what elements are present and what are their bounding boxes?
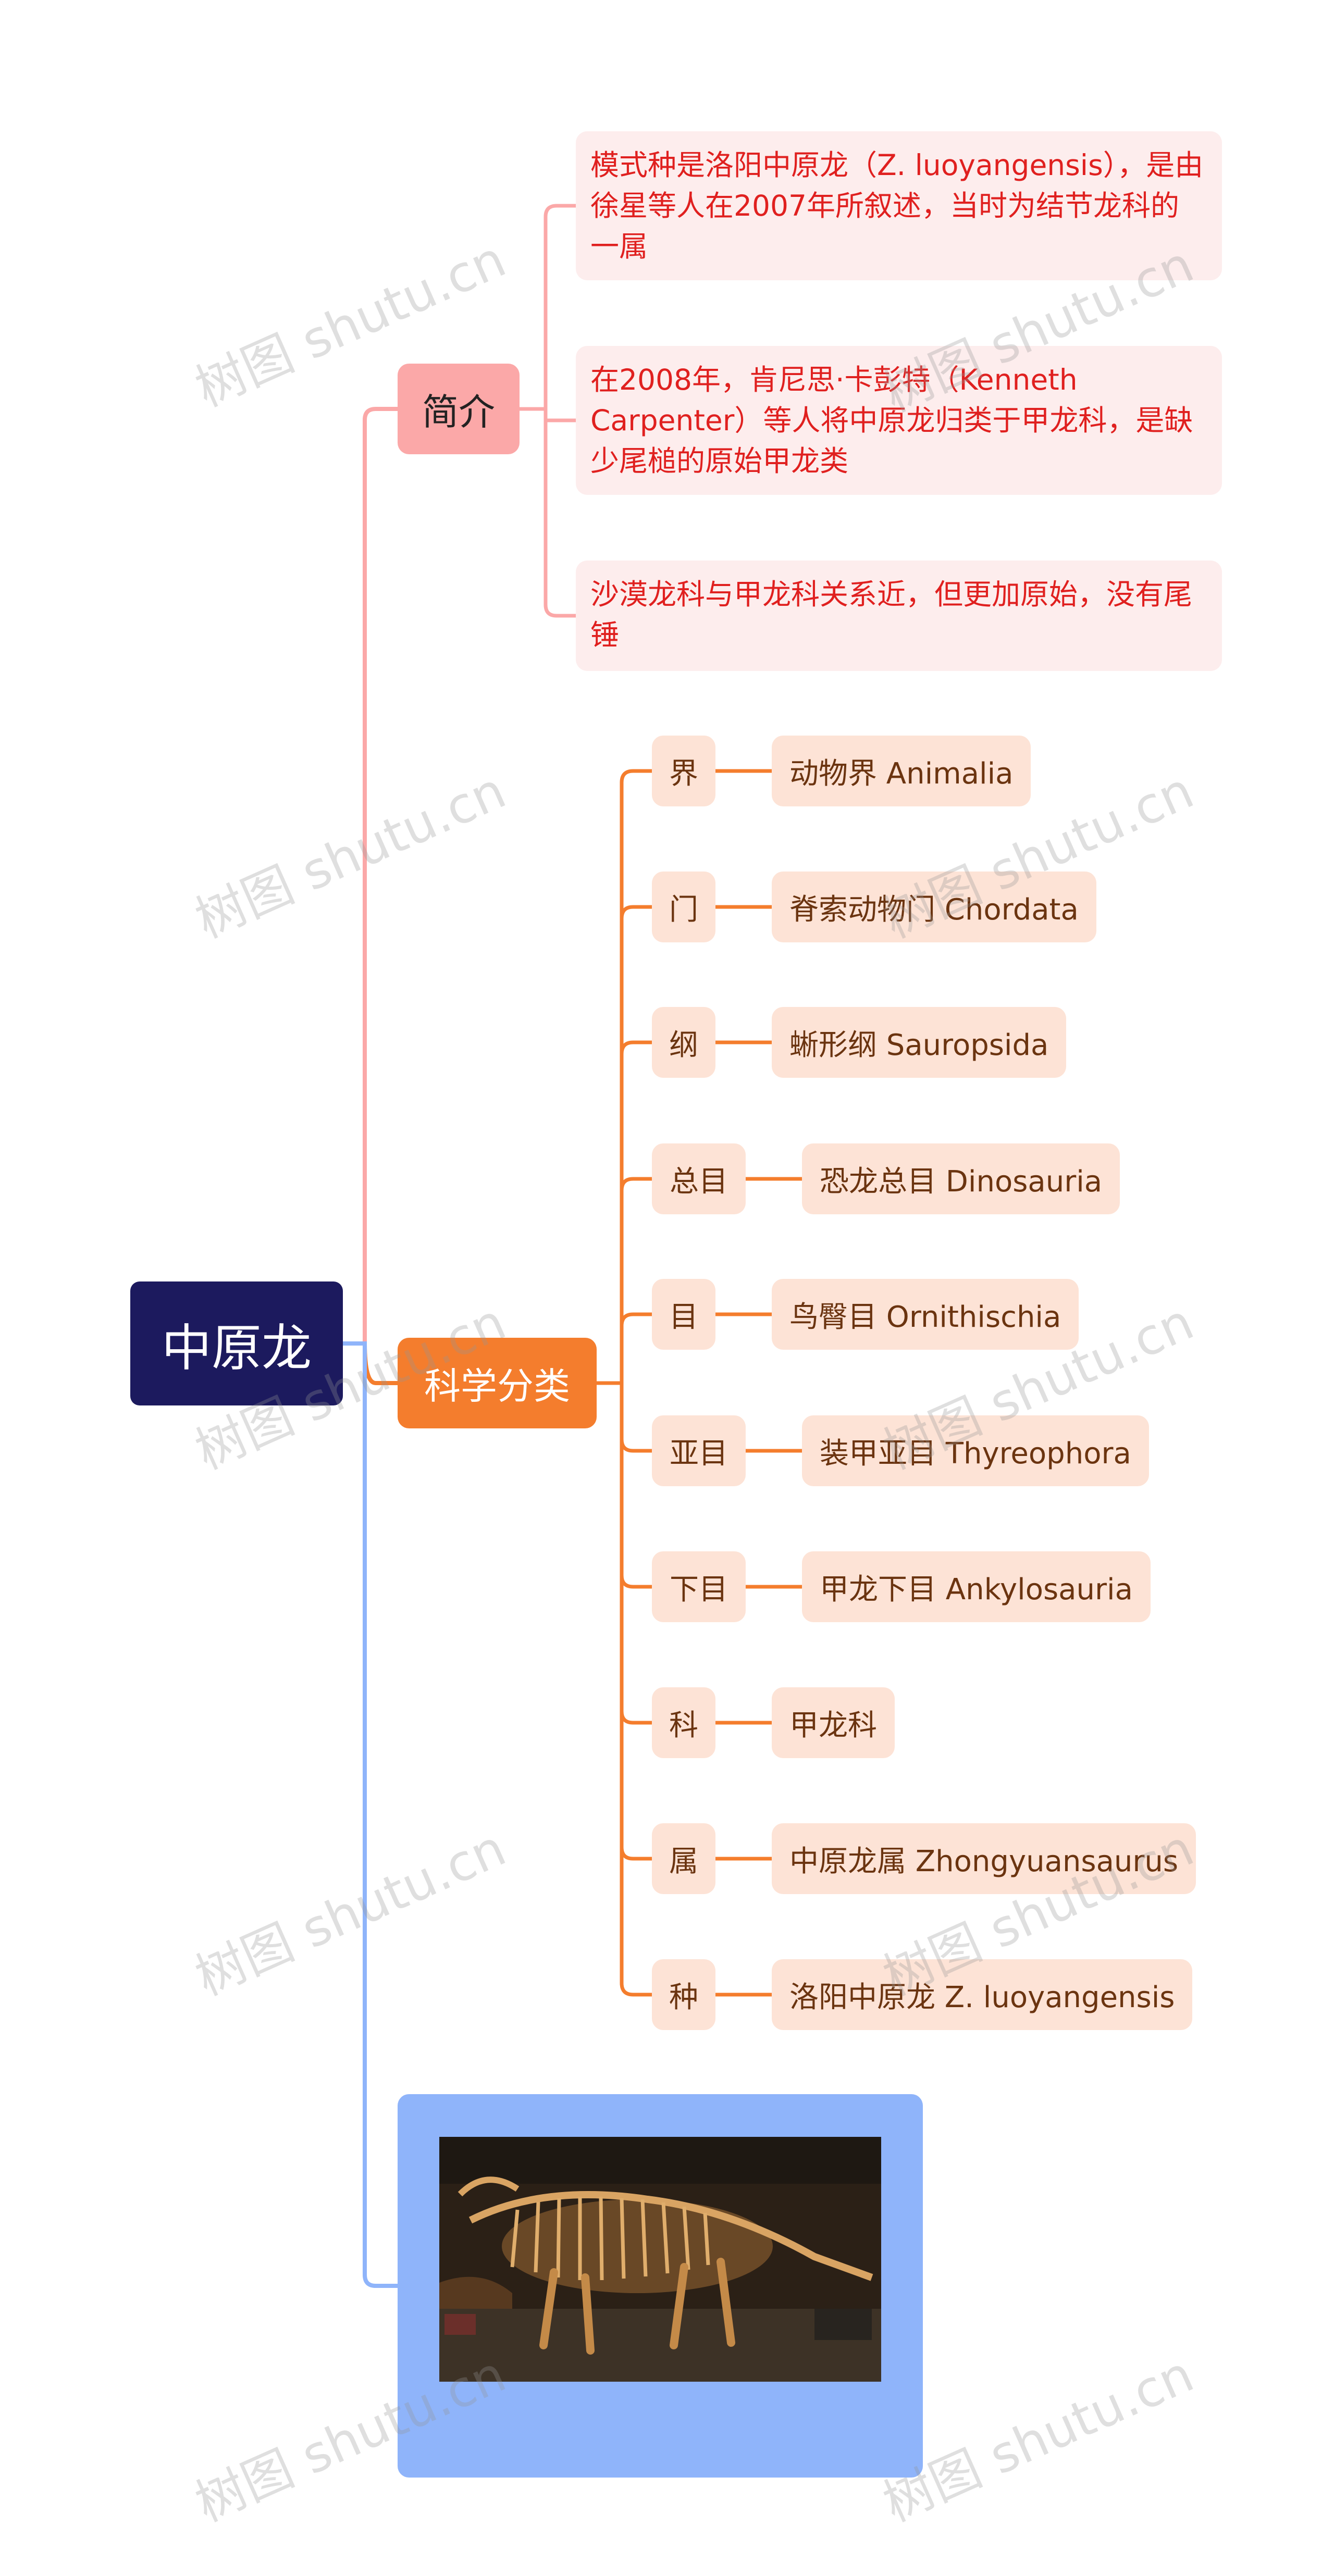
connector-rank [622,1383,652,1451]
connector-rank [622,771,652,1383]
root-node[interactable]: 中原龙 [130,1281,343,1405]
connector-rank [622,1383,652,1859]
connector-root-intro [343,409,398,1343]
rank-class[interactable]: 纲 [652,1007,715,1078]
rank-connectors [622,771,802,1995]
connector-root-classification [343,1343,398,1383]
branch-classification[interactable]: 科学分类 [398,1338,597,1428]
rank-infraorder[interactable]: 下目 [652,1551,746,1622]
taxon-family[interactable]: 甲龙科 [772,1687,895,1758]
rank-order[interactable]: 目 [652,1279,715,1350]
taxon-suborder[interactable]: 装甲亚目 Thyreophora [802,1415,1149,1486]
connector-rank [622,1314,652,1383]
intro-card-3[interactable]: 沙漠龙科与甲龙科关系近，但更加原始，没有尾锤 [576,561,1222,671]
taxon-class[interactable]: 蜥形纲 Sauropsida [772,1007,1066,1078]
dinosaur-skeleton-photo [439,2137,881,2382]
rank-suborder[interactable]: 亚目 [652,1415,746,1486]
taxon-superorder[interactable]: 恐龙总目 Dinosauria [802,1143,1120,1214]
intro-card-1[interactable]: 模式种是洛阳中原龙（Z. luoyangensis），是由徐星等人在2007年所… [576,131,1222,280]
connector-intro-card-2 [546,409,576,616]
taxon-genus[interactable]: 中原龙属 Zhongyuansaurus [772,1823,1196,1894]
rank-genus[interactable]: 属 [652,1823,715,1894]
connector-rank [622,1042,652,1383]
rank-family[interactable]: 科 [652,1687,715,1758]
connector-root-image [343,1343,398,2286]
connector-rank [622,1179,652,1383]
image-node[interactable] [398,2094,923,2478]
connector-rank [622,1383,652,1723]
rank-species[interactable]: 种 [652,1959,715,2030]
taxon-phylum[interactable]: 脊索动物门 Chordata [772,872,1096,942]
taxon-kingdom[interactable]: 动物界 Animalia [772,736,1031,806]
rank-kingdom[interactable]: 界 [652,736,715,806]
connector-rank [622,1383,652,1587]
connector-rank [622,907,652,1383]
taxon-infraorder[interactable]: 甲龙下目 Ankylosauria [802,1551,1151,1622]
branch-intro[interactable]: 简介 [398,364,520,454]
taxon-species[interactable]: 洛阳中原龙 Z. luoyangensis [772,1959,1192,2030]
intro-card-2[interactable]: 在2008年，肯尼思·卡彭特（Kenneth Carpenter）等人将中原龙归… [576,346,1222,495]
rank-phylum[interactable]: 门 [652,872,715,942]
connector-intro-card-0 [546,206,576,409]
taxon-order[interactable]: 鸟臀目 Ornithischia [772,1279,1079,1350]
connector-rank [622,1383,652,1995]
dinosaur-skeleton-icon [439,2137,881,2382]
rank-superorder[interactable]: 总目 [652,1143,746,1214]
